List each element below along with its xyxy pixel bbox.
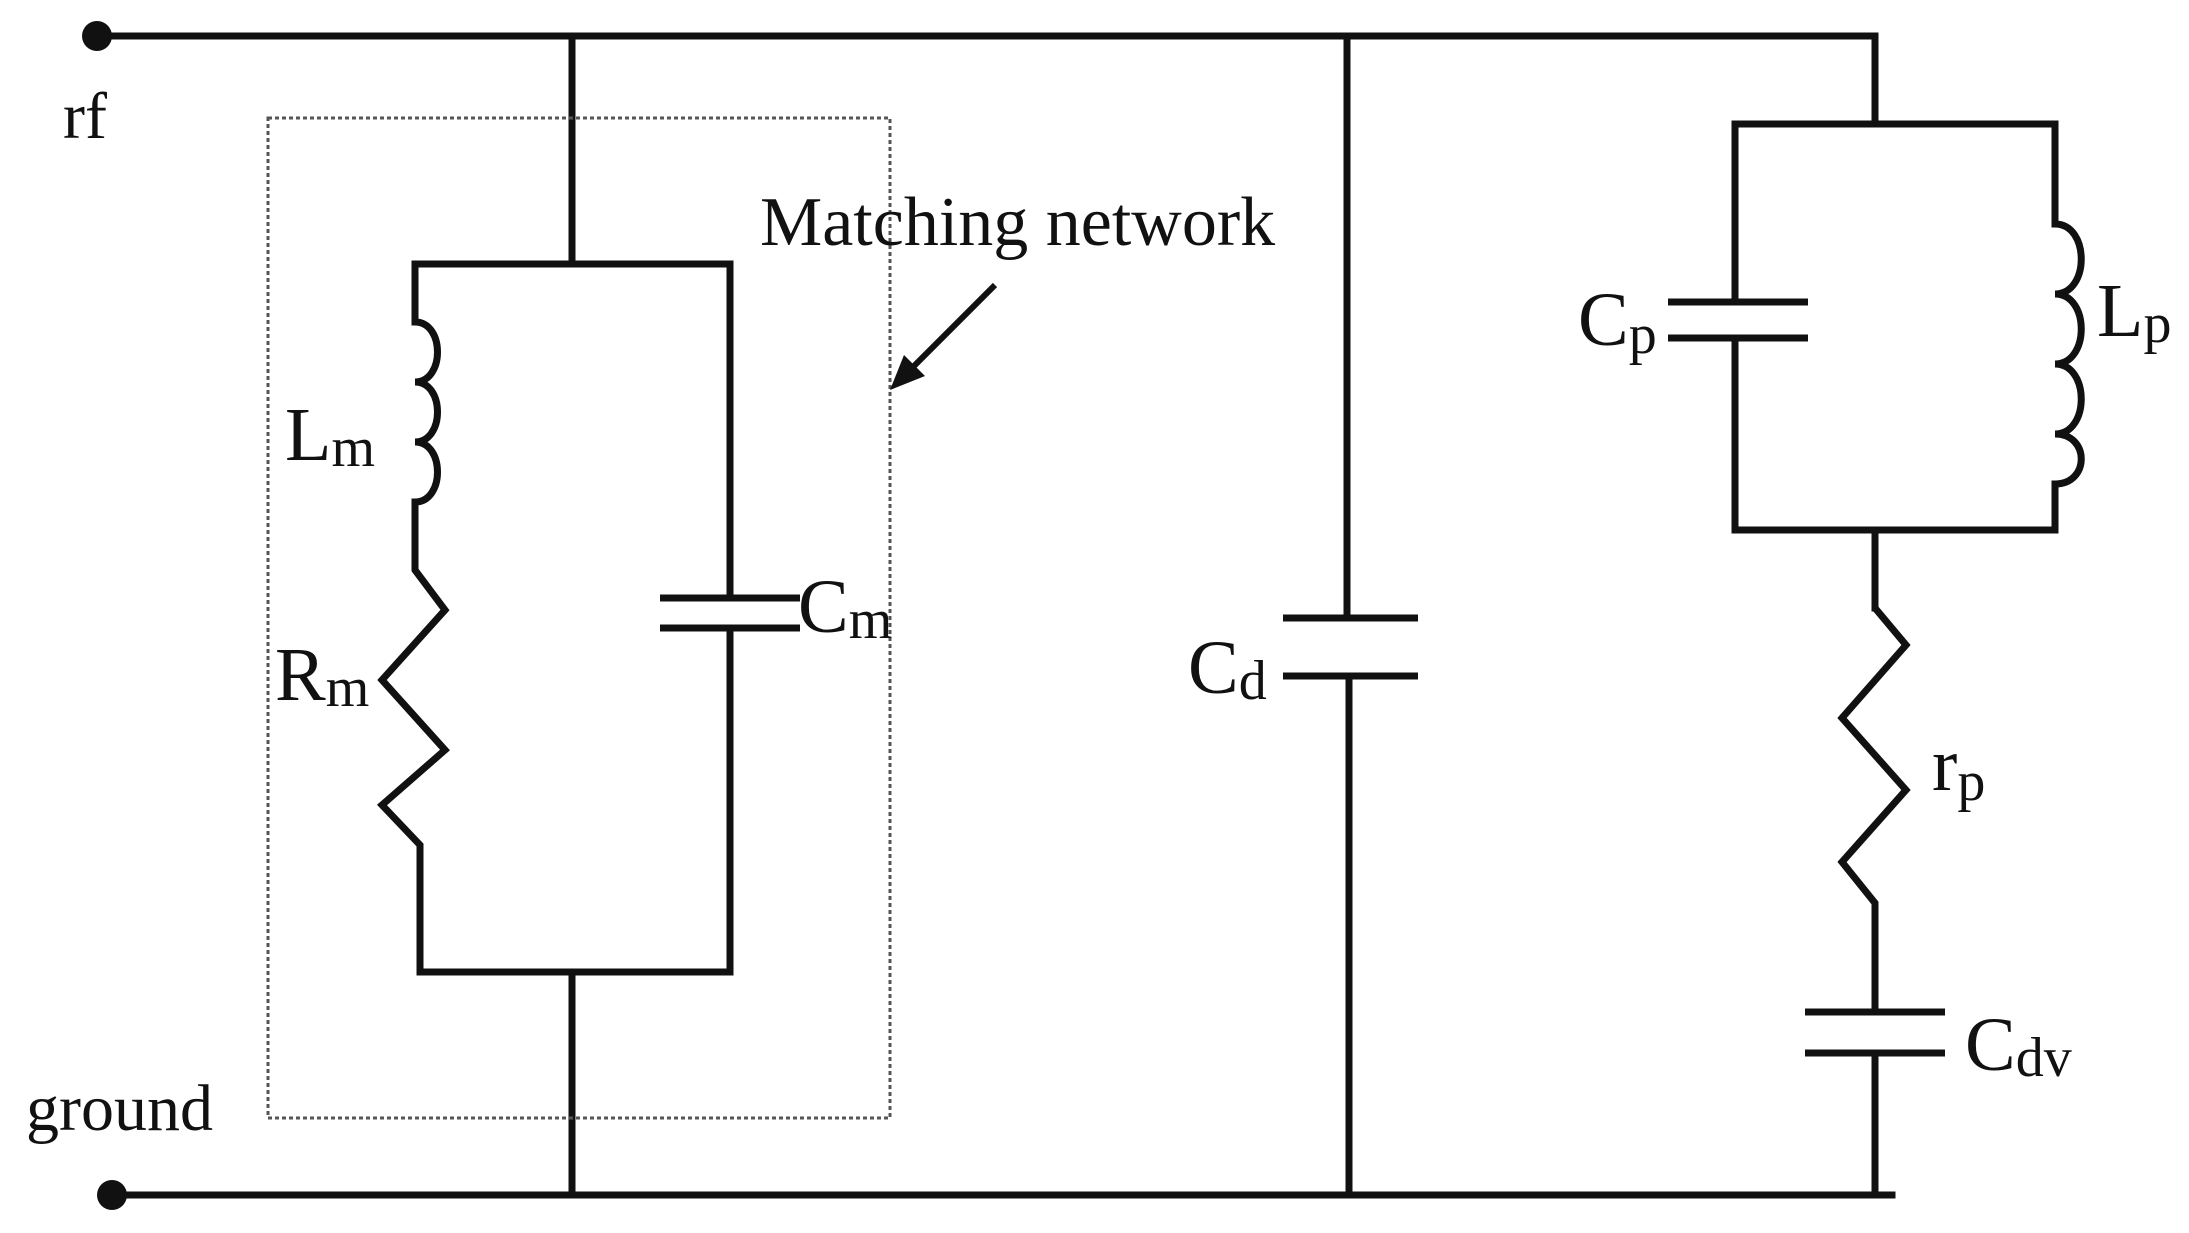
resistor-rp [1837,604,1911,1016]
inductor-lm [411,318,441,574]
lm-label: Lm [285,393,375,479]
lp-label: Lp [2097,269,2171,355]
matching-network-box [266,116,892,1120]
rm-label: Rm [275,633,369,719]
cdv-label-main: C [1965,1003,2016,1087]
rp-label: rp [1932,723,1985,813]
cm-label-main: C [798,565,849,649]
matching-network-arrow-head [890,355,925,390]
cp-label: Cp [1578,278,1657,366]
cp-label-sub: p [1629,304,1657,366]
cd-label: Cd [1188,626,1267,712]
cdv-label: Cdv [1965,1003,2072,1089]
rm-label-sub: m [326,657,370,719]
capacitor-cm [660,594,800,632]
parallel-cp-lp-branch [1668,32,2085,1199]
ground-label: ground [26,1072,213,1145]
rp-label-sub: p [1957,751,1985,813]
cd-label-main: C [1188,626,1239,710]
cd-branch [1283,32,1418,1199]
cd-label-sub: d [1239,650,1267,712]
lp-label-main: L [2097,269,2143,353]
lm-label-main: L [285,393,331,477]
rp-label-main: r [1932,723,1957,807]
matching-network-label: Matching network [760,184,1275,261]
rf-label: rf [63,80,107,153]
matching-network-arrow-line [907,282,998,373]
rm-label-main: R [275,633,326,717]
lp-label-sub: p [2143,293,2171,355]
cp-label-main: C [1578,278,1629,362]
lm-label-sub: m [331,417,375,479]
inductor-lp [2051,220,2085,534]
cm-label: Cm [798,565,892,651]
matching-network-arrow [890,282,998,390]
resistor-rm [376,566,450,976]
matching-network-branch [266,32,892,1199]
cm-label-sub: m [849,589,893,651]
cdv-label-sub: dv [2016,1027,2072,1089]
